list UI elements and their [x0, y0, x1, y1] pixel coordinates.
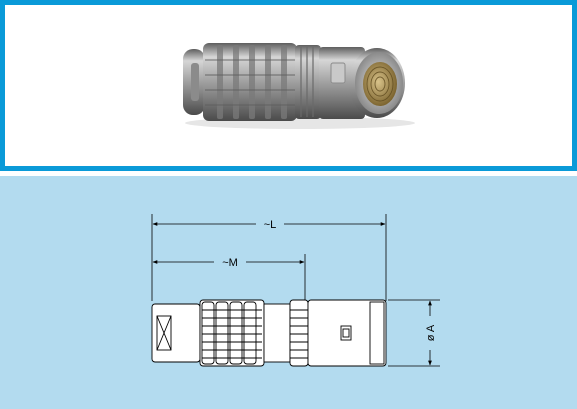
rear-cap: [183, 49, 205, 115]
dimension-a-label: ø A: [425, 324, 437, 341]
knurled-grip: [203, 43, 297, 121]
dimension-l: ~L: [151, 214, 387, 301]
product-photo-panel: [0, 0, 577, 171]
connector-render: [183, 43, 415, 129]
dimension-m-label: ~M: [222, 257, 238, 269]
dimension-drawing-panel: ~L ~M: [0, 176, 577, 409]
dimension-a: ø A: [388, 299, 440, 367]
front-face: [349, 48, 405, 118]
dimension-drawing: ~L ~M: [151, 214, 440, 367]
dimension-m: ~M: [152, 254, 306, 301]
locking-ring: [295, 45, 321, 119]
connector-outline: [151, 299, 387, 367]
dimension-l-label: ~L: [264, 219, 277, 231]
